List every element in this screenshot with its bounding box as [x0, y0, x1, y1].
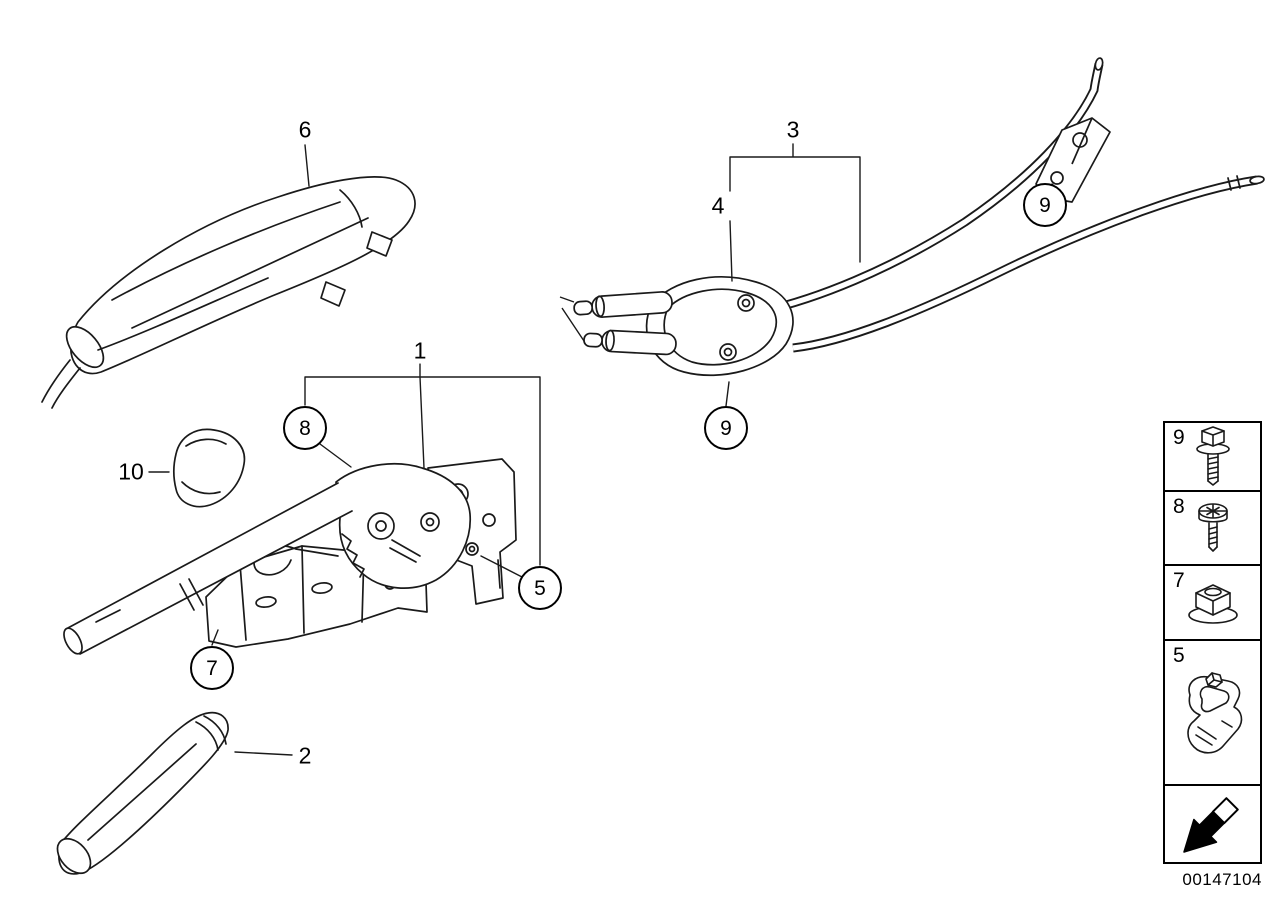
cable-clamp-icon — [1186, 671, 1242, 754]
callout-10: 10 — [116, 458, 146, 485]
lever-assembly-drawing — [63, 458, 517, 655]
legend-label-8: 8 — [1173, 495, 1185, 518]
callout-9-circled-equalizer: 9 — [704, 406, 748, 450]
legend-label-9: 9 — [1173, 426, 1185, 449]
legend-row-9: 9 — [1163, 421, 1262, 492]
direction-arrow-icon — [1182, 797, 1239, 853]
callout-8-circled: 8 — [283, 406, 327, 450]
callout-2: 2 — [296, 742, 314, 769]
torx-screw-icon — [1197, 503, 1228, 552]
callout-leader-lines — [148, 143, 1061, 756]
release-cap-drawing — [172, 428, 246, 508]
callout-5-circled: 5 — [518, 566, 562, 610]
legend-label-7: 7 — [1173, 569, 1185, 592]
legend-row-8: 8 — [1163, 490, 1262, 566]
flange-nut-icon — [1187, 583, 1238, 624]
callout-3: 3 — [784, 116, 802, 143]
brake-cables-drawing — [757, 57, 1265, 353]
grip-handle-drawing — [56, 711, 229, 875]
legend-row-7: 7 — [1163, 564, 1262, 641]
callout-6: 6 — [296, 116, 314, 143]
equalizer-drawing — [559, 276, 794, 377]
legend-row-5: 5 — [1163, 639, 1262, 786]
legend-arrow-box — [1163, 784, 1262, 864]
legend-label-5: 5 — [1173, 644, 1185, 667]
callout-9-circled-bracket: 9 — [1023, 183, 1067, 227]
doc-number: 00147104 — [1182, 870, 1262, 889]
callout-7-circled: 7 — [190, 646, 234, 690]
lever-boot-drawing — [41, 176, 416, 409]
fastener-legend: 9 8 7 — [1163, 421, 1262, 864]
callout-1: 1 — [411, 337, 429, 364]
callout-4: 4 — [709, 192, 727, 219]
hex-bolt-icon — [1195, 425, 1230, 486]
